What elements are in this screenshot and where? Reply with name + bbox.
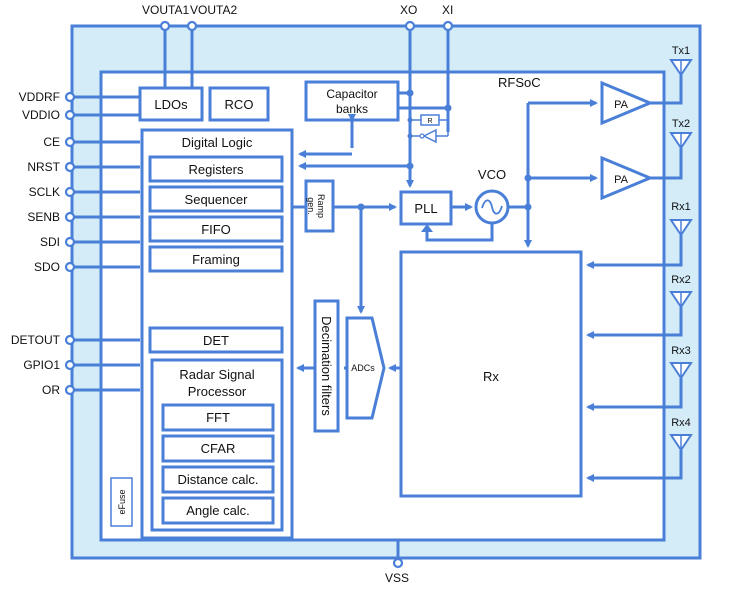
pin-label-vddrf: VDDRF — [19, 90, 60, 104]
pin-xo — [404, 20, 416, 32]
pin-ce — [64, 136, 76, 148]
cfar-block — [161, 434, 275, 463]
pin-label-detout: DETOUT — [11, 333, 61, 347]
pin-label-senb: SENB — [27, 210, 60, 224]
framing-block — [148, 245, 284, 273]
antenna-tx1-label: Tx1 — [672, 45, 690, 57]
pin-or — [64, 384, 76, 396]
pll-block — [399, 190, 453, 226]
pin-sclk — [64, 186, 76, 198]
ldos-label: LDOs — [154, 97, 188, 112]
antenna-rx3-label: Rx3 — [671, 345, 691, 357]
capacitor-banks-label-1: Capacitor — [326, 87, 377, 101]
antenna-rx4-label: Rx4 — [671, 417, 691, 429]
pin-label-vss: VSS — [385, 571, 409, 585]
sequencer-label: Sequencer — [185, 192, 249, 207]
pin-sdi — [64, 236, 76, 248]
ldos-block — [138, 86, 204, 122]
pin-label-sclk: SCLK — [29, 185, 60, 199]
rsp-label-1: Radar Signal — [179, 367, 254, 382]
resistor-label: R — [427, 118, 432, 125]
pin-vouta1 — [159, 20, 171, 32]
det-label: DET — [203, 333, 229, 348]
antenna-rx2-label: Rx2 — [671, 274, 691, 286]
capacitor-banks-label-2: banks — [336, 102, 368, 116]
pin-label-vouta1: VOUTA1 — [142, 3, 189, 17]
pin-label-gpio1: GPIO1 — [23, 358, 60, 372]
vco-label: VCO — [478, 167, 506, 182]
pin-detout — [64, 334, 76, 346]
pin-label-xi: XI — [442, 3, 453, 17]
pa-tx1 — [600, 80, 654, 126]
ramp-gen-label-2: gen. — [306, 197, 316, 215]
distance-calc-label: Distance calc. — [178, 472, 259, 487]
rsp-label-2: Processor — [188, 384, 247, 399]
rx-label: Rx — [483, 369, 499, 384]
registers-label: Registers — [189, 162, 244, 177]
fifo-label: FIFO — [201, 222, 231, 237]
adcs-label: ADCs — [351, 363, 375, 373]
antenna-rx3 — [669, 362, 693, 380]
fft-block — [161, 403, 275, 432]
decimation-filters-block — [313, 299, 340, 433]
sequencer-block — [148, 185, 284, 213]
pin-label-sdi: SDI — [40, 235, 60, 249]
pa-tx1-label: PA — [614, 99, 629, 111]
cfar-label: CFAR — [201, 441, 236, 456]
fft-label: FFT — [206, 410, 230, 425]
rco-block — [208, 86, 270, 122]
pin-vss — [392, 557, 404, 569]
pin-label-sdo: SDO — [34, 260, 60, 274]
efuse-block — [110, 477, 133, 527]
det-block — [148, 326, 284, 354]
pa-tx2-label: PA — [614, 174, 629, 186]
pin-gpio1 — [64, 359, 76, 371]
crystal-resistor — [420, 114, 440, 126]
pin-label-vouta2: VOUTA2 — [190, 3, 237, 17]
pll-label: PLL — [414, 201, 437, 216]
pin-nrst — [64, 161, 76, 173]
angle-calc-block — [161, 496, 275, 525]
rco-label: RCO — [225, 97, 254, 112]
fifo-block — [148, 215, 284, 243]
pin-vddrf — [64, 91, 76, 103]
angle-calc-label: Angle calc. — [186, 503, 250, 518]
antenna-tx2-label: Tx2 — [672, 118, 690, 130]
pin-vddio — [64, 109, 76, 121]
pin-xi — [442, 20, 454, 32]
antenna-tx1 — [669, 59, 693, 77]
decimation-filters-label: Decimation filters — [319, 316, 334, 416]
rfsoc-label: RFSoC — [498, 75, 541, 90]
adcs-block — [345, 316, 386, 420]
distance-calc-block — [161, 465, 275, 494]
pin-label-vddio: VDDIO — [22, 108, 60, 122]
pa-tx2 — [600, 155, 654, 201]
framing-label: Framing — [192, 252, 240, 267]
pin-sdo — [64, 261, 76, 273]
pin-label-or: OR — [42, 383, 60, 397]
pin-vouta2 — [186, 20, 198, 32]
antenna-tx2 — [669, 132, 693, 150]
pin-label-ce: CE — [43, 135, 60, 149]
antenna-rx2 — [669, 291, 693, 309]
pin-label-nrst: NRST — [27, 160, 60, 174]
left-pins: VDDRF VDDIO CE NRST SCLK SENB SDI SDO DE… — [11, 90, 76, 397]
antenna-rx4 — [669, 434, 693, 452]
rx-block — [399, 250, 583, 498]
antenna-rx1 — [669, 219, 693, 237]
capacitor-banks-block — [304, 80, 400, 122]
ramp-gen-label-1: Ramp — [316, 194, 326, 218]
pin-senb — [64, 211, 76, 223]
registers-block — [148, 155, 284, 183]
antenna-rx1-label: Rx1 — [671, 201, 691, 213]
pin-label-xo: XO — [400, 3, 417, 17]
efuse-label: eFuse — [117, 489, 127, 514]
digital-logic-label: Digital Logic — [182, 135, 253, 150]
